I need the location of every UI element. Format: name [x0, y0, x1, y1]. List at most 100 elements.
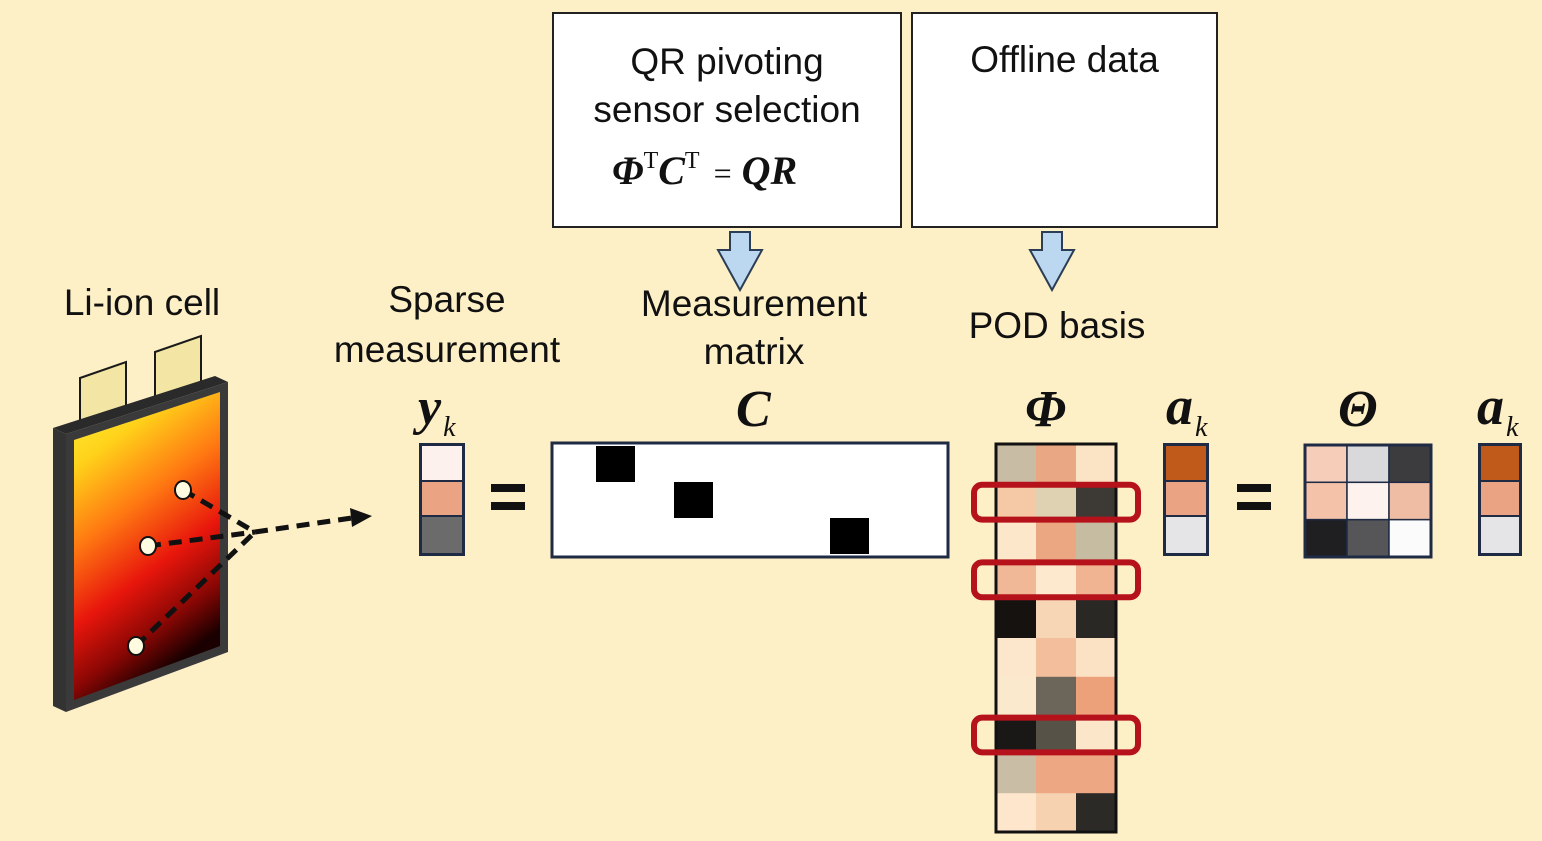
pod-basis-frame — [994, 442, 1118, 834]
pod-basis-cell — [1076, 599, 1117, 639]
measurement-matrix-one-entry — [830, 518, 869, 554]
li-ion-cell — [53, 334, 372, 712]
pod-basis-cell — [996, 444, 1037, 484]
vector-cell — [1166, 446, 1206, 482]
vector-cell — [1481, 481, 1519, 518]
pod-basis-cell — [1036, 599, 1077, 639]
vector-cell — [1481, 446, 1519, 482]
pod-basis-cell — [1076, 676, 1117, 717]
theta-cell — [1388, 481, 1432, 521]
sparse-label-line2: measurement — [333, 329, 561, 370]
pod-basis-cell — [996, 638, 1037, 678]
pod-basis-cell — [1076, 482, 1117, 523]
selected-sensor-row-highlight — [971, 714, 1141, 756]
pod-basis-label: POD basis — [968, 305, 1146, 346]
pod-basis-cell — [996, 560, 1037, 600]
vector-a-k-1 — [1163, 443, 1209, 556]
sensor-line-1 — [181, 487, 257, 535]
pod-basis-cell — [1076, 521, 1117, 561]
equals-sign-1 — [491, 484, 525, 512]
vector-cell — [1166, 517, 1206, 553]
symbol-a1-subscript: k — [1195, 412, 1208, 443]
selected-sensor-row-highlight — [971, 481, 1141, 523]
sensor-point-3 — [127, 636, 145, 656]
pod-basis-cell — [1036, 521, 1077, 561]
eq-sup-t1: T — [643, 148, 659, 174]
offline-data-title: Offline data — [970, 39, 1159, 80]
pod-basis-cell — [1076, 560, 1117, 600]
theta-cell — [1346, 444, 1390, 484]
theta-cell — [1388, 518, 1432, 558]
eq-phi: Φ — [612, 148, 644, 193]
pod-basis-cell — [1076, 444, 1117, 484]
symbol-y-subscript: k — [443, 412, 456, 443]
pod-basis-cell — [996, 482, 1037, 523]
eq-qr: QR — [741, 148, 798, 193]
sensor-line-2 — [147, 529, 256, 549]
cell-top-face — [53, 376, 228, 434]
sensor-point-1 — [174, 480, 192, 500]
symbol-y-k: yk — [418, 378, 456, 446]
symbol-a2: a — [1477, 376, 1504, 436]
pod-basis-cell — [996, 715, 1037, 755]
theta-cell — [1304, 481, 1348, 521]
selected-sensor-row-highlight — [971, 559, 1141, 601]
measurement-matrix-one-entry — [674, 482, 713, 518]
vector-cell — [422, 481, 462, 518]
down-arrow-qr — [716, 231, 764, 293]
theta-cell — [1346, 481, 1390, 521]
theta-cell — [1388, 444, 1432, 484]
sensor-arrow-head — [350, 508, 372, 527]
pod-basis-cell — [1076, 715, 1117, 755]
pod-basis-cell — [1036, 482, 1077, 523]
theta-cell — [1346, 518, 1390, 558]
pod-basis-cell — [1036, 444, 1077, 484]
pod-basis-cell — [1036, 754, 1077, 794]
symbol-theta: Θ — [1338, 381, 1378, 438]
pod-basis-cell — [1036, 676, 1077, 717]
vector-a-k-2 — [1478, 443, 1522, 556]
cell-side-face — [53, 428, 66, 712]
equals-sign-2 — [1237, 484, 1271, 512]
qr-box-title-line1: QR pivoting — [630, 41, 824, 82]
pod-basis-cell — [1076, 793, 1117, 833]
sparse-label-line1: Sparse — [388, 279, 506, 320]
vector-cell — [422, 446, 462, 482]
theta-cell — [1304, 518, 1348, 558]
theta-matrix — [1303, 443, 1433, 559]
symbol-a1: a — [1166, 376, 1193, 436]
sensor-arrow-line — [254, 515, 353, 535]
down-arrow-offline — [1028, 231, 1076, 293]
vector-cell — [1166, 481, 1206, 518]
symbol-a-k-1: ak — [1166, 376, 1207, 446]
pod-basis-cell — [996, 521, 1037, 561]
pod-basis-cell — [996, 754, 1037, 794]
pod-basis-matrix — [971, 442, 1141, 834]
pod-basis-cell — [1036, 638, 1077, 678]
pod-basis-cell — [1076, 638, 1117, 678]
sensor-point-2 — [139, 536, 157, 556]
qr-pivoting-box: QR pivoting sensor selection ΦTCT=QR — [552, 12, 902, 228]
symbol-y: y — [418, 379, 442, 436]
vector-cell — [422, 517, 462, 553]
measurement-matrix — [550, 441, 950, 559]
qr-box-title-line2: sensor selection — [593, 89, 861, 130]
vector-y-k — [419, 443, 465, 556]
pod-basis-cell — [996, 676, 1037, 717]
symbol-c: C — [736, 381, 771, 438]
pod-basis-cell — [1036, 715, 1077, 755]
measurement-label-line2: matrix — [703, 331, 805, 372]
measurement-label-line1: Measurement — [640, 283, 868, 324]
symbol-a2-subscript: k — [1506, 412, 1519, 443]
pod-basis-cell — [1036, 560, 1077, 600]
pod-basis-cell — [1036, 793, 1077, 833]
measurement-matrix-one-entry — [596, 446, 635, 482]
li-ion-cell-label: Li-ion cell — [63, 282, 221, 323]
symbol-phi: Φ — [1025, 381, 1067, 438]
eq-c: C — [658, 148, 685, 193]
pod-basis-cell — [996, 793, 1037, 833]
theta-frame — [1303, 443, 1433, 559]
eq-sup-t2: T — [684, 148, 700, 174]
eq-equals: = — [713, 155, 732, 191]
